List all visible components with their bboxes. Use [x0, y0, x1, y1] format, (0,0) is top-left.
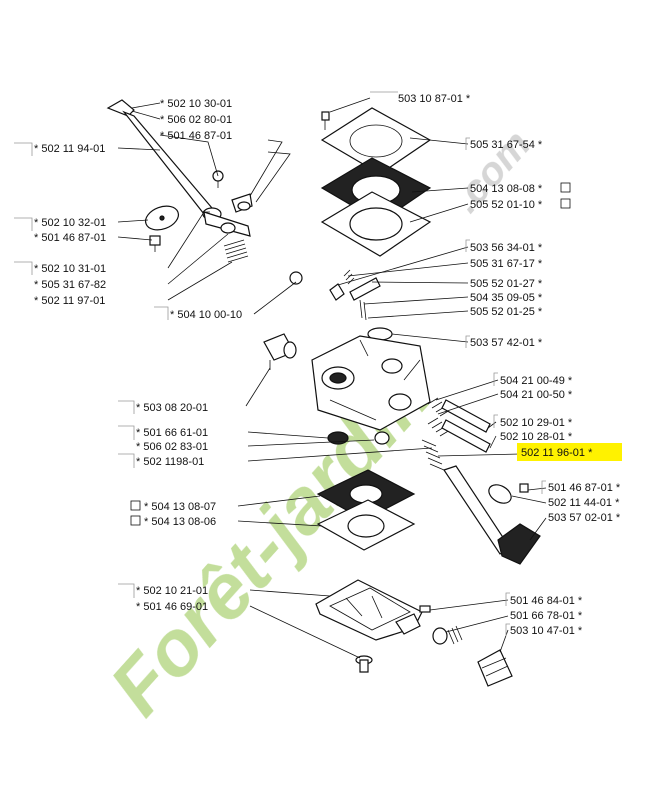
part-number-label: 501 46 84-01 *	[510, 595, 583, 607]
part-number-label: * 504 13 08-06	[144, 516, 216, 528]
part-number-label: 503 57 02-01 *	[548, 512, 621, 524]
part-number-label: 503 10 47-01 *	[510, 625, 583, 637]
part-number-label: 504 13 08-08 *	[470, 183, 543, 195]
part-number-label: * 501 66 61-01	[136, 427, 208, 439]
adjust-needles	[427, 397, 491, 453]
checkboxes	[130, 182, 571, 526]
choke-bushing	[263, 333, 297, 370]
part-number-label: 505 31 67-17 *	[470, 258, 543, 270]
checkbox-square	[130, 515, 141, 526]
part-number-label: 503 56 34-01 *	[470, 242, 543, 254]
part-number-label: 505 52 01-25 *	[470, 306, 543, 318]
checkbox-square	[560, 198, 571, 209]
part-number-label: * 501 46 69-01	[136, 601, 208, 613]
metering-lever	[421, 439, 541, 565]
part-number-label: 503 10 87-01 *	[398, 93, 471, 105]
part-number-label: 502 11 96-01 *	[521, 447, 593, 459]
part-number-label: 501 66 78-01 *	[510, 610, 583, 622]
diaphragm-stack	[320, 107, 432, 257]
part-number-label: * 502 10 21-01	[136, 585, 208, 597]
part-number-label: * 502 10 30-01	[160, 98, 232, 110]
part-number-label: 502 10 28-01 *	[500, 431, 573, 443]
part-number-label: 504 21 00-50 *	[500, 389, 573, 401]
needle-valve-parts	[329, 269, 393, 341]
part-number-label: * 504 13 08-07	[144, 501, 216, 513]
part-number-label: * 501 46 87-01	[160, 130, 232, 142]
part-number-label: * 506 02 83-01	[136, 441, 208, 453]
part-number-label: 504 21 00-49 *	[500, 375, 573, 387]
part-number-label: 501 46 87-01 *	[548, 482, 621, 494]
part-number-label: * 502 10 31-01	[34, 263, 106, 275]
part-number-label: * 502 10 32-01	[34, 217, 106, 229]
checkbox-square	[560, 182, 571, 193]
label-tabs	[14, 91, 546, 636]
carburetor-body	[311, 335, 431, 431]
throttle-lever-assembly	[106, 99, 303, 285]
part-number-label: 504 35 09-05 *	[470, 292, 543, 304]
part-number-label: 502 10 29-01 *	[500, 417, 573, 429]
part-number-label: * 506 02 80-01	[160, 114, 232, 126]
part-number-label: * 503 08 20-01	[136, 402, 208, 414]
highlight-box	[517, 443, 622, 461]
part-number-label: 503 57 42-01 *	[470, 337, 543, 349]
part-labels: * 502 10 30-01 * 506 02 80-01 * 501 46 8…	[34, 93, 621, 637]
part-number-label: 505 31 67-54 *	[470, 139, 543, 151]
part-number-label: * 502 11 94-01	[34, 143, 105, 155]
part-number-label: * 505 31 67-82	[34, 279, 106, 291]
leader-lines	[117, 97, 547, 659]
part-number-label: 502 11 44-01 *	[548, 497, 620, 509]
part-number-label: * 504 10 00-10	[170, 309, 242, 321]
lower-gaskets	[316, 469, 416, 551]
part-number-label: 505 52 01-10 *	[470, 199, 543, 211]
part-number-label: * 502 1198-01	[136, 456, 204, 468]
part-number-label: * 501 46 87-01	[34, 232, 106, 244]
checkbox-square	[130, 500, 141, 511]
pump-cover	[315, 579, 513, 687]
part-number-label: * 502 11 97-01	[34, 295, 105, 307]
part-number-label: 505 52 01-27 *	[470, 278, 543, 290]
